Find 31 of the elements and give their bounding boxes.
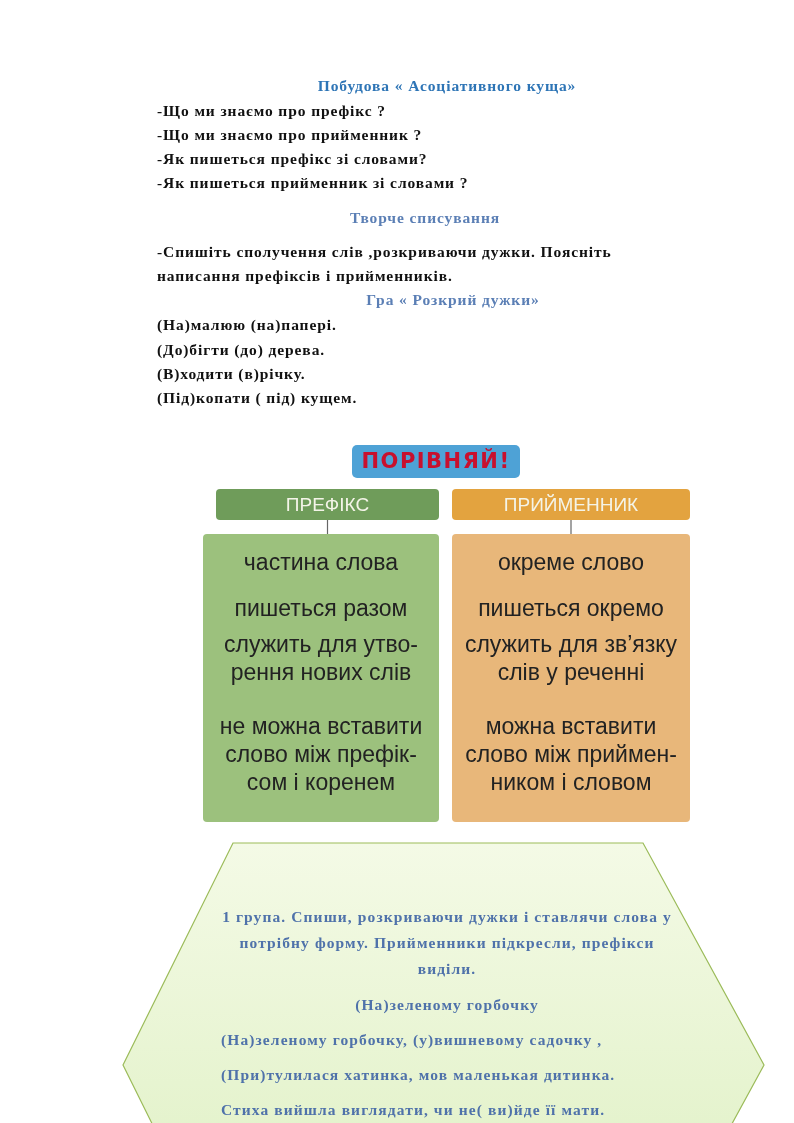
- panel-text: служить для зв’язку слів у реченні: [463, 630, 679, 686]
- exercise-text: (Під)копати ( під) кущем.: [157, 388, 358, 408]
- column-header: ПРИЙМЕННИК: [452, 489, 690, 520]
- heading: Творче списування: [349, 208, 501, 228]
- task-text: (На)зеленому горбочку: [354, 995, 540, 1015]
- question-text: -Як пишеться префікс зі словами?: [157, 149, 428, 169]
- question-text: -Що ми знаємо про прийменник ?: [157, 125, 423, 145]
- heading: Гра « Розкрий дужки»: [366, 290, 540, 310]
- panel-text: не можна вставити слово між префік- сом і коренем: [218, 712, 424, 796]
- task-text: (На)зеленому горбочку, (у)вишневому садочку ,: [221, 1030, 603, 1050]
- exercise-text: (На)малюю (на)папері.: [157, 315, 337, 335]
- title-badge: ПОРІВНЯЙ!: [352, 445, 520, 478]
- panel-text: окреме слово: [496, 548, 646, 576]
- comparison-panel: [203, 534, 439, 822]
- panel-text: пишеться разом: [233, 594, 409, 622]
- task-text: 1 група. Спиши, розкриваючи дужки і ставлячи слова у потрібну форму. Прийменники підкресли, префікси виділи.: [222, 907, 672, 979]
- panel-text: служить для утво- рення нових слів: [223, 630, 419, 686]
- heading: Побудова « Асоціативного куща»: [317, 76, 577, 96]
- column-header: ПРЕФІКС: [216, 489, 439, 520]
- exercise-text: (В)ходити (в)річку.: [157, 364, 306, 384]
- task-text: (При)тулилася хатинка, мов маленькая дитинка.: [221, 1065, 616, 1085]
- task-text: Стиха вийшла виглядати, чи не( ви)йде її мати.: [221, 1100, 606, 1120]
- question-text: -Що ми знаємо про префікс ?: [157, 101, 386, 121]
- instruction-text: -Спишіть сполучення слів ,розкриваючи дужки. Поясніть написання префіксів і прийменників.: [157, 242, 613, 286]
- comparison-panel: [452, 534, 690, 822]
- panel-text: можна вставити слово між приймен- ником і словом: [464, 712, 678, 796]
- exercise-text: (До)бігти (до) дерева.: [157, 340, 326, 360]
- panel-text: частина слова: [242, 548, 400, 576]
- connector-line: [570, 519, 572, 535]
- question-text: -Як пишеться прийменник зі словами ?: [157, 173, 469, 193]
- panel-text: пишеться окремо: [477, 594, 665, 622]
